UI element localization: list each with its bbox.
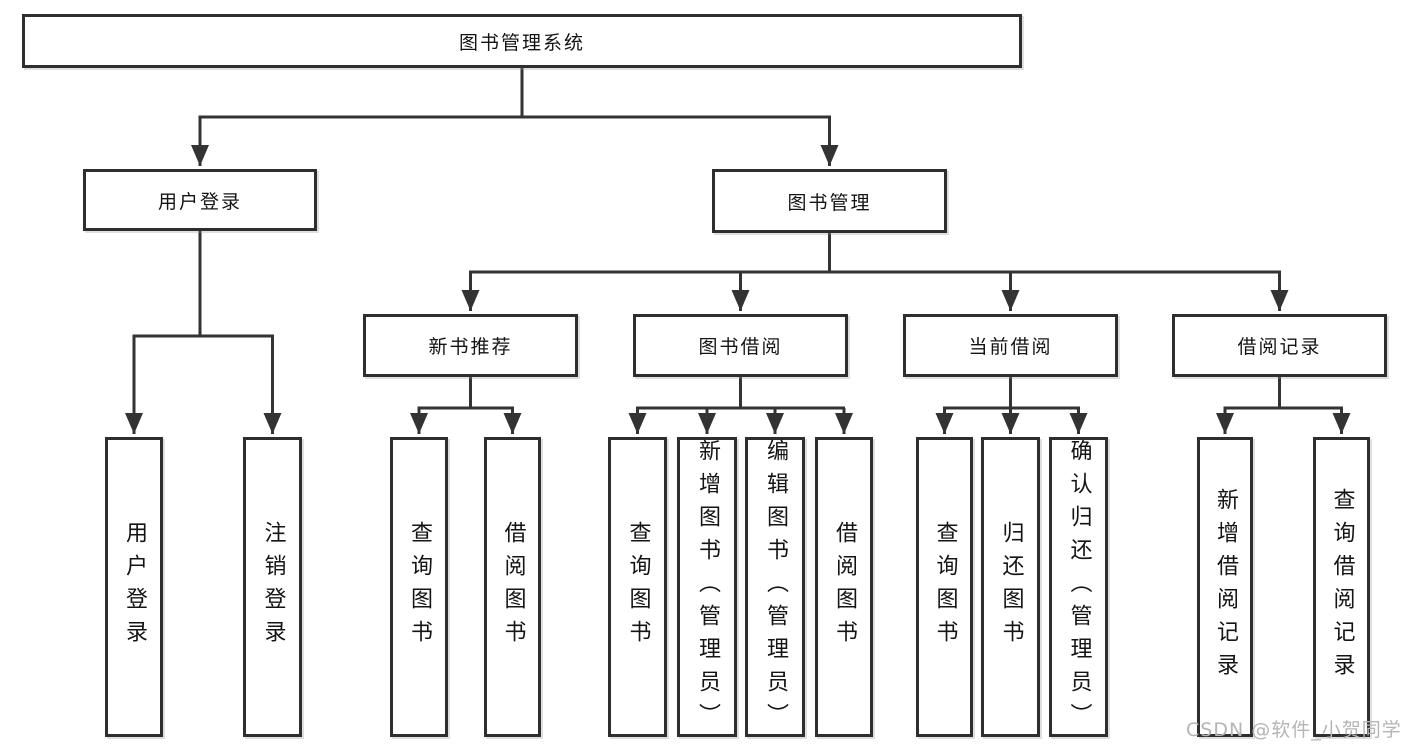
- node-book-management: 图书管理: [712, 169, 947, 233]
- node-label: 借阅图书: [832, 521, 857, 653]
- node-label: 新增图书（管理员）: [695, 438, 720, 736]
- node-label: 当前借阅: [968, 336, 1053, 358]
- node-current-borrowing: 当前借阅: [903, 314, 1118, 377]
- node-label: 用户登录: [157, 190, 242, 213]
- leaf-query-borrow-record: 查询借阅记录: [1313, 437, 1370, 737]
- leaf-query-books-borrow: 查询图书: [608, 437, 667, 737]
- node-label: 借阅图书: [500, 521, 526, 653]
- node-new-book-recommendation: 新书推荐: [363, 314, 578, 377]
- node-label: 借阅记录: [1237, 336, 1322, 358]
- leaf-confirm-return-admin: 确认归还（管理员）: [1049, 437, 1108, 737]
- leaf-edit-books-admin: 编辑图书（管理员）: [745, 437, 805, 737]
- node-label: 确认归还（管理员）: [1066, 438, 1092, 736]
- leaf-logout: 注销登录: [243, 437, 302, 737]
- node-label: 用户登录: [122, 521, 147, 653]
- node-label: 查询借阅记录: [1329, 488, 1355, 686]
- leaf-query-books-recommend: 查询图书: [390, 437, 448, 737]
- node-label: 新增借阅记录: [1213, 488, 1238, 686]
- leaf-return-books: 归还图书: [981, 437, 1040, 737]
- csdn-watermark: CSDN @软件_小贺同学: [1186, 719, 1402, 741]
- leaf-add-borrow-record: 新增借阅记录: [1197, 437, 1253, 737]
- leaf-query-books-current: 查询图书: [916, 437, 973, 737]
- node-label: 归还图书: [998, 521, 1024, 653]
- node-label: 新书推荐: [428, 336, 513, 358]
- leaf-add-books-admin: 新增图书（管理员）: [677, 437, 737, 737]
- node-label: 注销登录: [260, 521, 286, 653]
- leaf-borrow-books: 借阅图书: [815, 437, 873, 737]
- node-label: 查询图书: [625, 521, 651, 653]
- node-label: 图书管理系统: [458, 31, 585, 54]
- node-library-management-system: 图书管理系统: [22, 14, 1022, 68]
- leaf-user-login: 用户登录: [105, 437, 163, 737]
- node-user-login: 用户登录: [83, 169, 317, 231]
- node-label: 编辑图书（管理员）: [763, 438, 788, 736]
- node-label: 图书管理: [787, 191, 872, 214]
- node-label: 图书借阅: [698, 336, 783, 358]
- node-book-borrowing: 图书借阅: [633, 314, 848, 377]
- node-label: 查询图书: [932, 521, 958, 653]
- node-label: 查询图书: [407, 521, 432, 653]
- leaf-borrow-books-recommend: 借阅图书: [484, 437, 541, 737]
- node-borrowing-records: 借阅记录: [1172, 314, 1387, 377]
